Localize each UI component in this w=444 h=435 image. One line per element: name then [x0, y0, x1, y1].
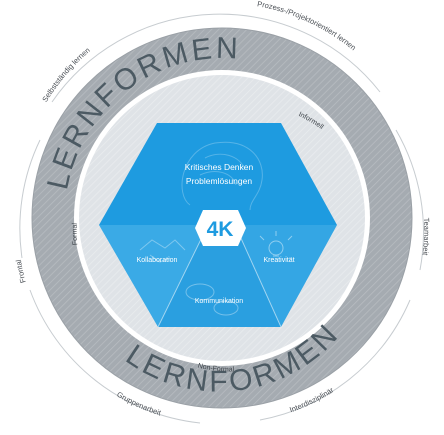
hex-left-label: Kollaboration: [137, 257, 178, 264]
hex-segment-right: [235, 225, 337, 327]
label-frontal: Frontal: [14, 259, 28, 284]
center-hexagon: [195, 210, 246, 246]
hex-segment-left: [99, 225, 208, 327]
hexagon-4k: [99, 123, 337, 328]
brain-icon: [181, 141, 263, 211]
lightbulb-icon: [259, 231, 293, 257]
speech-bubbles-icon: [185, 283, 239, 316]
label-teamarbeit: Teamarbeit: [421, 218, 432, 257]
hex-center-label: 4K: [207, 218, 234, 241]
handshake-icon: [139, 239, 186, 263]
hex-top-line1: Kritisches Denken: [185, 162, 254, 172]
hex-bottom-label: Kommunikation: [195, 298, 243, 305]
label-formal: Formal: [72, 223, 80, 246]
hex-right-label: Kreativität: [263, 257, 294, 264]
outer-orbit: [19, 13, 424, 424]
hex-segment-bottom: [158, 225, 281, 327]
hex-top-line2: Problemlösungen: [186, 176, 252, 186]
hex-segment-top: [99, 123, 337, 225]
label-non-formal: Non-Formal: [197, 363, 235, 374]
